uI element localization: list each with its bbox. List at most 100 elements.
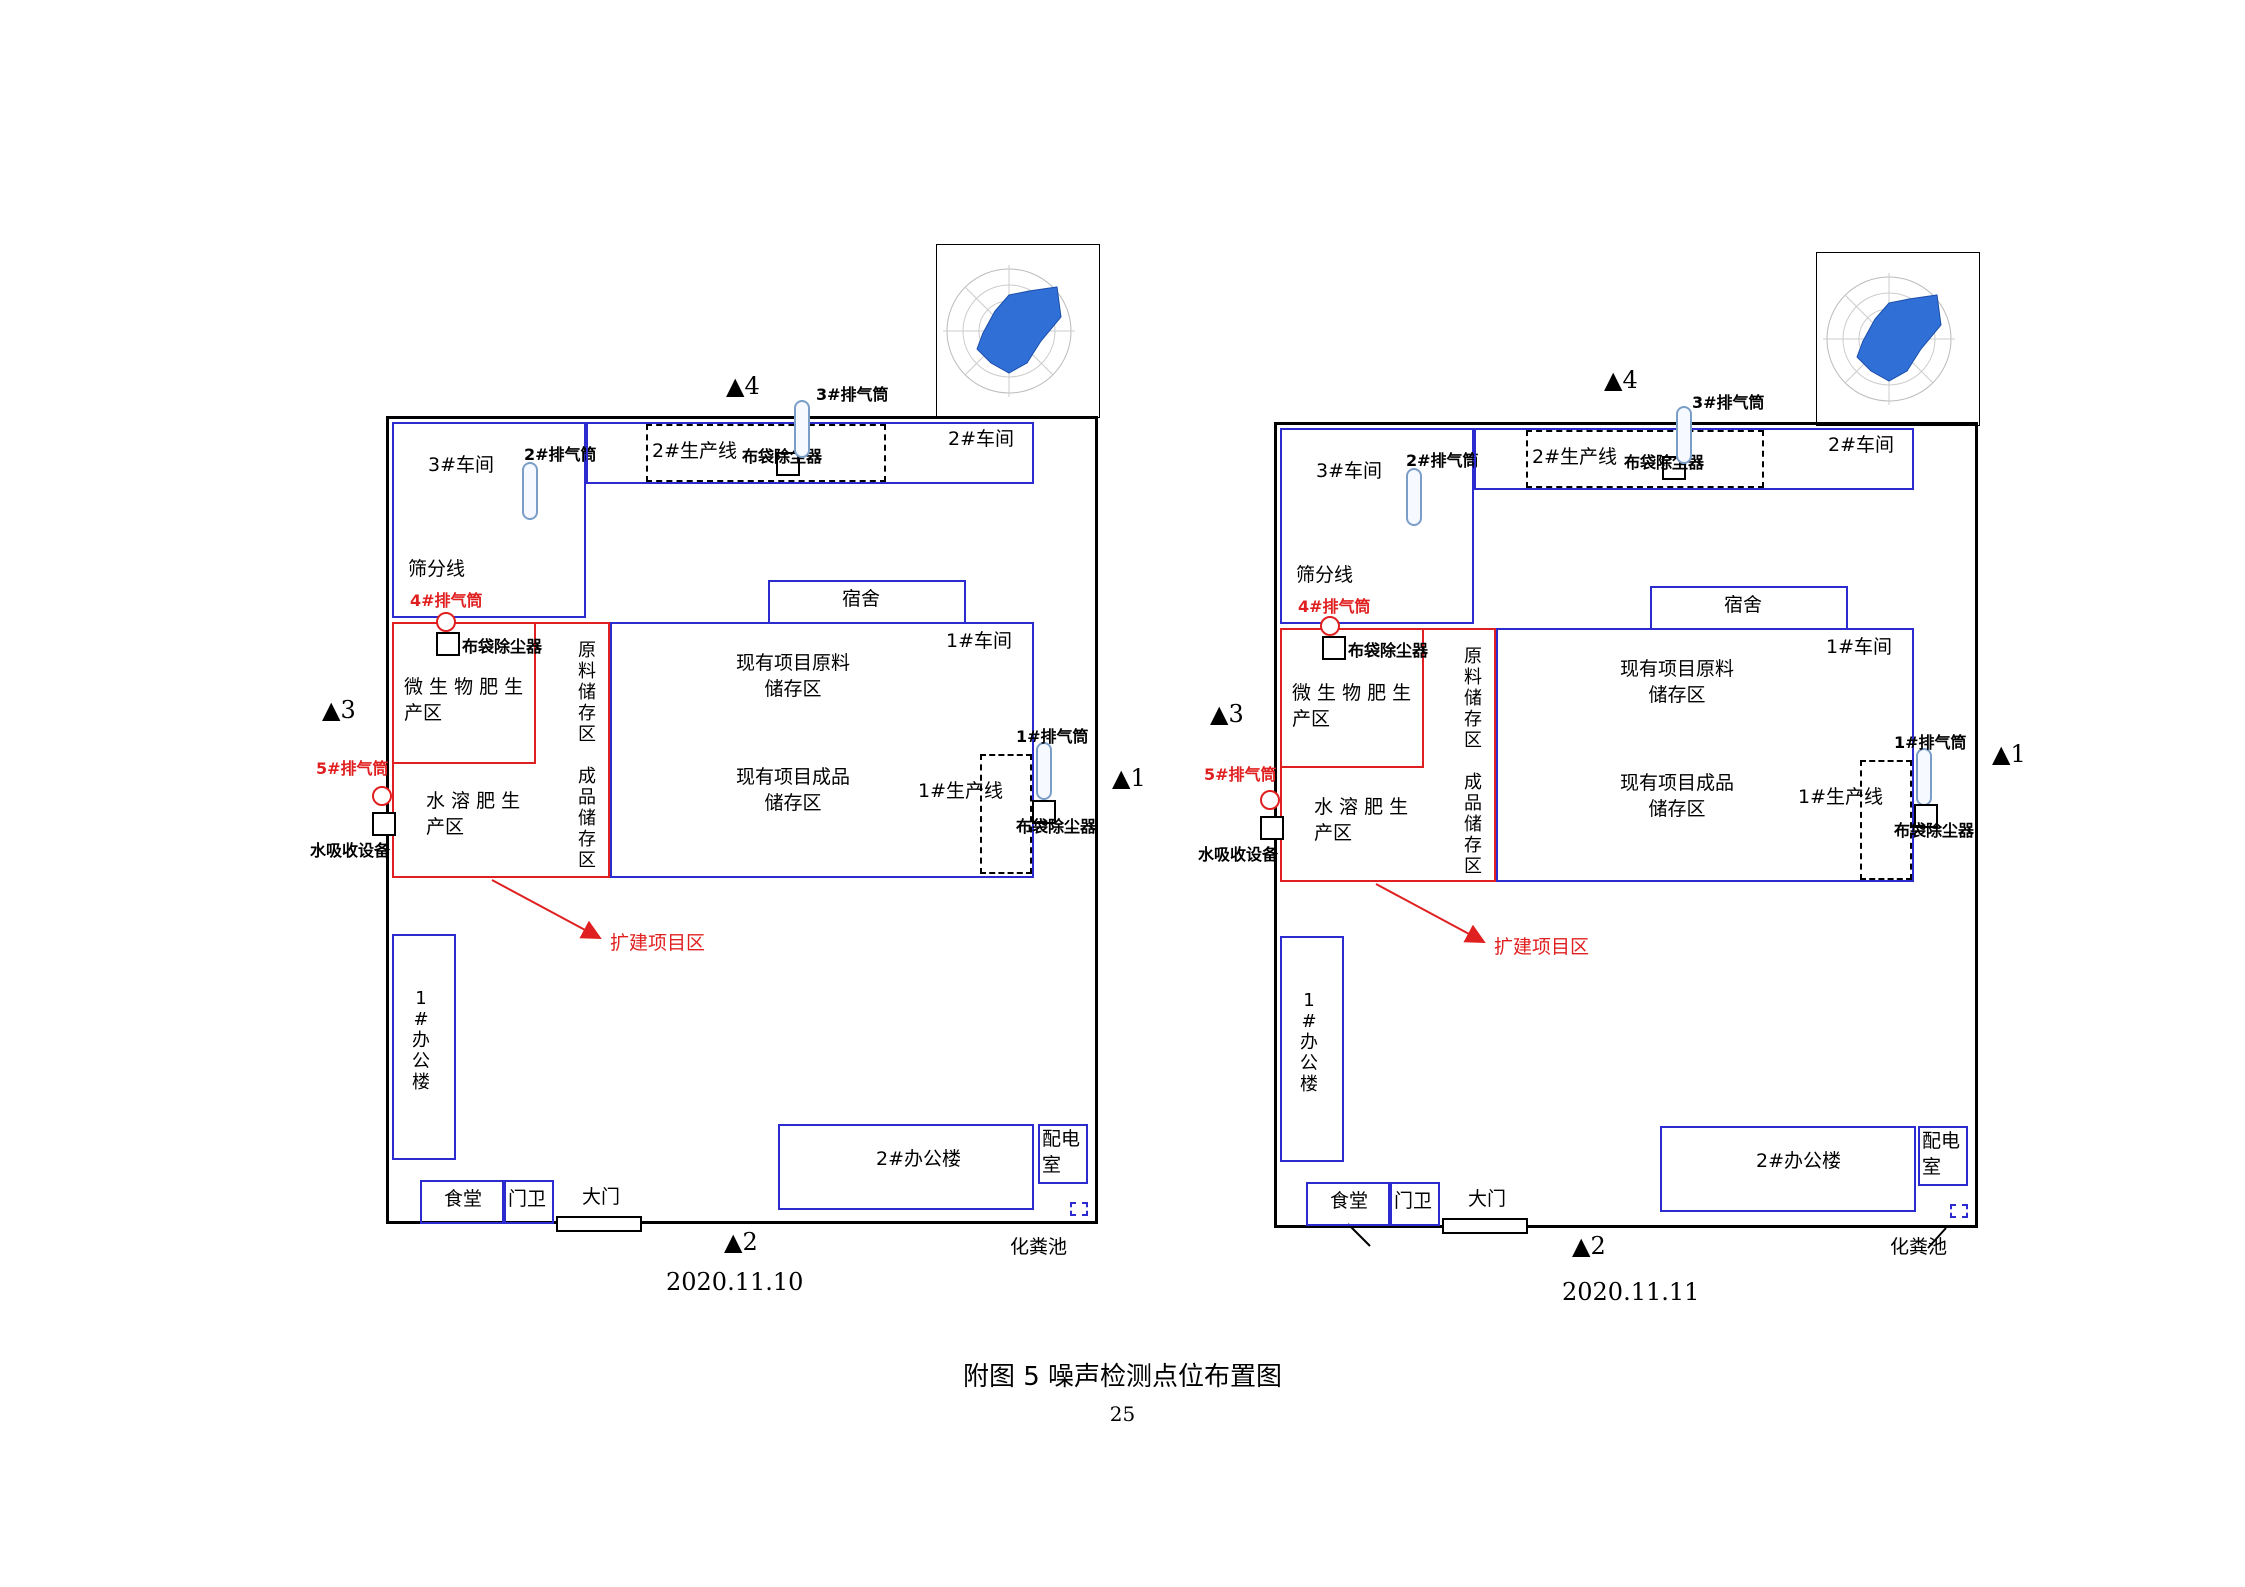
canteen — [1306, 1182, 1390, 1226]
water-soluble-fertilizer-label: 水 溶 肥 生 产区 — [1314, 796, 1409, 844]
stack-3-label: 3#排气筒 — [1692, 393, 1765, 412]
existing-raw-store-label: 现有项目原料储存区 — [735, 652, 850, 700]
expansion-arrow-icon — [1375, 883, 1947, 1249]
stack-3-icon — [794, 400, 810, 458]
office-building-2 — [1660, 1126, 1916, 1212]
stack-5-icon — [1260, 790, 1280, 810]
office-building-2-label: 2#办公楼 — [876, 1148, 962, 1170]
canteen — [420, 1180, 504, 1224]
monitoring-point-1: ▲1 — [1992, 740, 2026, 768]
canteen-label: 食堂 — [1330, 1190, 1369, 1212]
figure-caption: 附图 5 噪声检测点位布置图 — [962, 1362, 1283, 1392]
line-1-zone — [980, 754, 1032, 874]
bag-filter-right-icon — [1032, 800, 1056, 824]
power-room-label: 配电室 — [1922, 1130, 1961, 1178]
bag-filter-left-label: 布袋除尘器 — [462, 637, 543, 656]
guard-room-label: 门卫 — [508, 1188, 547, 1210]
water-absorber-icon — [372, 812, 396, 836]
stack-4-label: 4#排气筒 — [410, 591, 483, 610]
site-plan-2: 3#车间 筛分线 2#排气筒 2#生产线 布袋除尘器 3#排气筒 2#车间 宿舍… — [1188, 0, 2026, 1587]
wind-rose-chart — [1816, 252, 1980, 426]
product-store-label: 成品储存区 — [1464, 772, 1482, 877]
canteen-label: 食堂 — [444, 1188, 483, 1210]
office-building-1 — [1280, 936, 1344, 1162]
line-1-zone — [1860, 760, 1912, 880]
plan-date: 2020.11.11 — [1562, 1278, 1700, 1306]
stack-2-label: 2#排气筒 — [1406, 451, 1479, 470]
bag-filter-right-label: 布袋除尘器 — [1894, 821, 1975, 840]
stack-2-icon — [522, 462, 538, 520]
line-1-label: 1#生产线 — [1798, 786, 1884, 808]
workshop-3 — [1280, 428, 1474, 624]
bag-filter-right-icon — [1914, 804, 1938, 828]
main-gate-label: 大门 — [582, 1186, 621, 1208]
workshop-1-label: 1#车间 — [946, 630, 1013, 652]
workshop-2-label: 2#车间 — [948, 428, 1015, 450]
dormitory-label: 宿舍 — [1724, 594, 1763, 616]
bag-filter-right-label: 布袋除尘器 — [1016, 817, 1097, 836]
existing-raw-store-label: 现有项目原料储存区 — [1619, 658, 1734, 706]
power-room-label: 配电室 — [1042, 1128, 1081, 1176]
office-building-1-label: 1#办公楼 — [1300, 990, 1318, 1095]
microbial-fertilizer-label: 微 生 物 肥 生 产区 — [1292, 682, 1412, 730]
main-gate-label: 大门 — [1468, 1188, 1507, 1210]
existing-product-store-label: 现有项目成品储存区 — [735, 766, 850, 814]
bag-filter-left-label: 布袋除尘器 — [1348, 641, 1429, 660]
water-absorber-label: 水吸收设备 — [310, 841, 391, 860]
bag-filter-left-icon — [1322, 636, 1346, 660]
monitoring-point-4: ▲4 — [1604, 366, 1638, 394]
monitoring-point-3: ▲3 — [1210, 700, 1244, 728]
office-building-2-label: 2#办公楼 — [1756, 1150, 1842, 1172]
product-store-label: 成品储存区 — [578, 766, 596, 871]
line-2-label: 2#生产线 — [652, 440, 738, 462]
workshop-2 — [586, 422, 1034, 484]
power-room — [1918, 1126, 1968, 1186]
monitoring-point-1: ▲1 — [1112, 764, 1146, 792]
stack-2-label: 2#排气筒 — [524, 445, 597, 464]
microbial-fertilizer-zone — [392, 622, 536, 764]
guard-room-label: 门卫 — [1394, 1190, 1433, 1212]
line-2-label: 2#生产线 — [1532, 446, 1618, 468]
water-soluble-fertilizer-label: 水 溶 肥 生 产区 — [426, 790, 521, 838]
stack-1-label: 1#排气筒 — [1016, 727, 1089, 746]
microbial-fertilizer-zone — [1280, 628, 1424, 768]
workshop-1 — [1496, 628, 1914, 882]
bag-filter-left-icon — [436, 632, 460, 656]
microbial-fertilizer-label: 微 生 物 肥 生 产区 — [404, 676, 524, 724]
dormitory-label: 宿舍 — [842, 588, 881, 610]
screening-line-label: 筛分线 — [408, 558, 466, 580]
monitoring-point-4: ▲4 — [726, 372, 760, 400]
monitoring-point-2: ▲2 — [1572, 1232, 1606, 1260]
guard-room — [504, 1180, 554, 1224]
stack-4-icon — [436, 612, 456, 632]
screening-line-label: 筛分线 — [1296, 564, 1354, 586]
site-plan-1: 3#车间 筛分线 2#排气筒 2#生产线 布袋除尘器 3#排气筒 2#车间 宿舍… — [300, 0, 1371, 1587]
main-gate-icon — [1442, 1218, 1528, 1234]
septic-tank-icon — [1950, 1204, 1968, 1218]
wind-rose-chart — [936, 244, 1100, 418]
workshop-3 — [392, 422, 586, 618]
expansion-zone-label: 扩建项目区 — [610, 932, 706, 954]
workshop-2 — [1474, 428, 1914, 490]
stack-4-label: 4#排气筒 — [1298, 597, 1371, 616]
stack-5-icon — [372, 786, 392, 806]
stack-3-icon — [1676, 406, 1692, 464]
septic-tank-label: 化粪池 — [1890, 1236, 1948, 1258]
stack-4-icon — [1320, 616, 1340, 636]
stack-1-label: 1#排气筒 — [1894, 733, 1967, 752]
bag-filter-top-icon — [1662, 456, 1686, 480]
workshop-1 — [610, 622, 1034, 878]
stack-5-label: 5#排气筒 — [316, 759, 389, 778]
raw-material-store-label: 原料储存区 — [1464, 646, 1482, 751]
septic-tank-label: 化粪池 — [1010, 1236, 1068, 1258]
monitoring-point-2: ▲2 — [724, 1228, 758, 1256]
line-2-zone — [1526, 430, 1764, 488]
stack-2-icon — [1406, 468, 1422, 526]
raw-material-store-label: 原料储存区 — [578, 640, 596, 745]
monitoring-point-3: ▲3 — [322, 696, 356, 724]
line-2-zone — [646, 424, 886, 482]
power-room — [1038, 1124, 1088, 1184]
office-building-1-label: 1#办公楼 — [412, 988, 430, 1093]
stack-1-icon — [1036, 742, 1052, 800]
plan-date: 2020.11.10 — [666, 1268, 804, 1296]
